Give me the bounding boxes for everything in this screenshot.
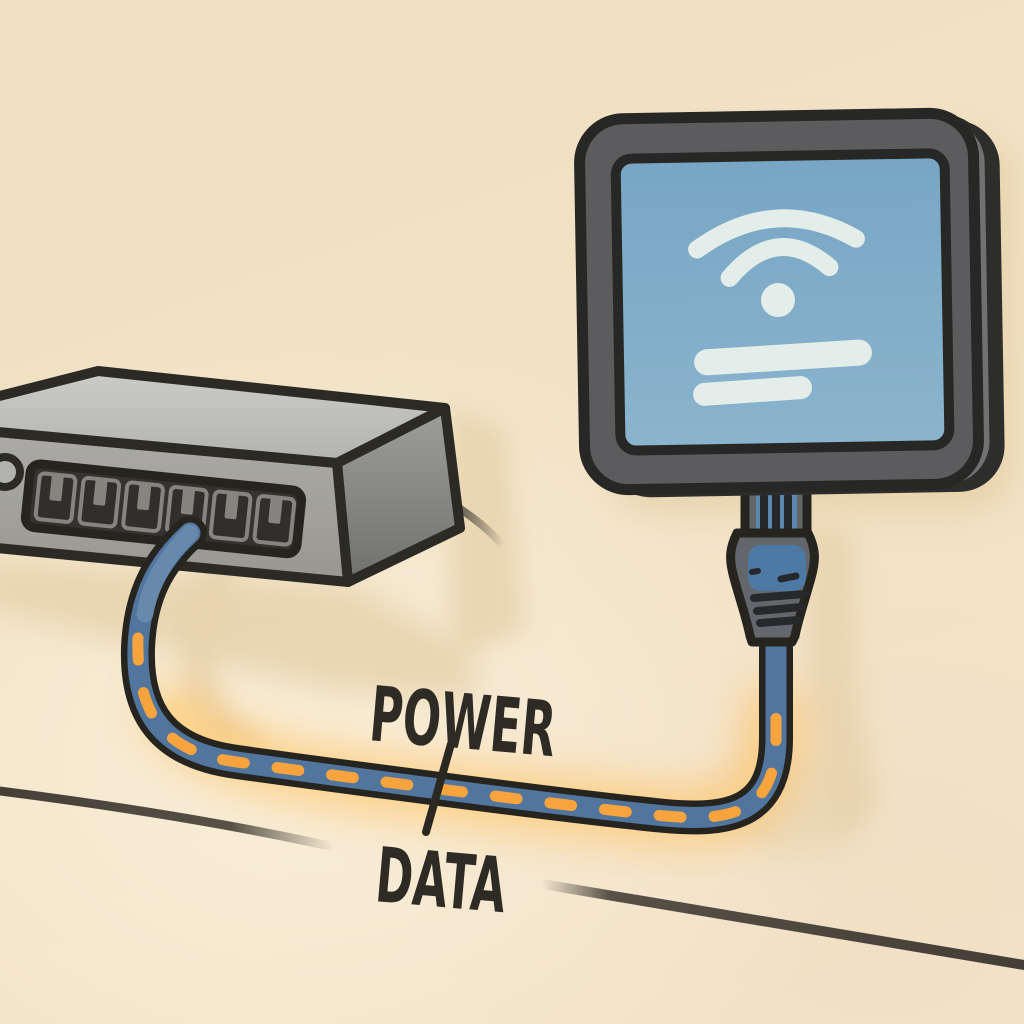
data-label: DATA xyxy=(372,830,509,930)
cable-power-dashes xyxy=(132,632,782,823)
wifi-inner-arc xyxy=(720,238,839,287)
screen-text-lines xyxy=(693,339,872,406)
wifi-dot xyxy=(761,283,796,318)
wifi-outer-arc xyxy=(688,209,865,259)
plug-boot-insert xyxy=(748,545,806,591)
label-leader-line xyxy=(422,740,455,836)
switch-top-face xyxy=(0,366,450,468)
rj45-port xyxy=(77,475,122,529)
ethernet-switch xyxy=(0,366,465,587)
cable-sheath-highlight xyxy=(136,524,199,623)
floor-line-left xyxy=(0,786,339,852)
floor-line-right xyxy=(537,879,1024,971)
plug-boot-grip-lines xyxy=(749,568,809,627)
rj45-plug-boot xyxy=(726,528,819,647)
wifi-display-panel xyxy=(574,107,1005,498)
wifi-icon xyxy=(688,209,865,318)
rj45-port xyxy=(252,494,297,547)
rj45-plug-pins xyxy=(760,493,792,537)
switch-led-icon xyxy=(0,453,24,491)
rj45-port xyxy=(33,471,78,524)
rj45-port xyxy=(208,489,253,543)
screen-text-line xyxy=(694,339,872,376)
poe-cable xyxy=(120,516,793,835)
rj45-port xyxy=(121,480,165,533)
screen-text-line xyxy=(693,376,813,406)
switch-shadow xyxy=(0,561,480,700)
power-label: POWER xyxy=(366,669,559,774)
